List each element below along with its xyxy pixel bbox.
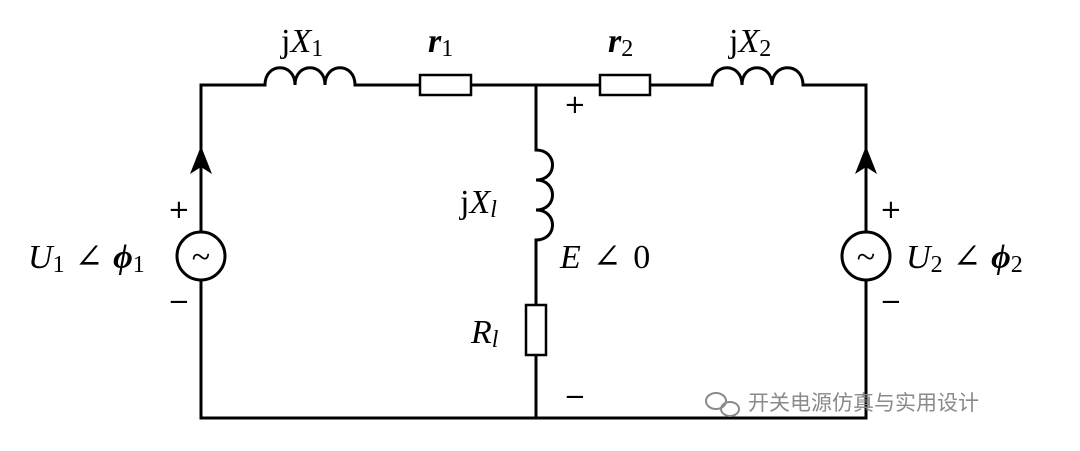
label-jx1: jX1 [280, 23, 323, 62]
wechat-icon [705, 392, 740, 417]
resistor-r2-icon [598, 73, 652, 97]
inductor-jx2-icon [710, 66, 805, 87]
label-rl: Rl [470, 314, 499, 353]
label-emf: E∠0 [559, 239, 650, 276]
resistor-rl-icon [524, 303, 548, 357]
bottom-wire [199, 278, 868, 420]
polarity-minus-emf: − [564, 382, 586, 412]
polarity-plus-right: + [880, 195, 902, 225]
left-wire-upper [199, 83, 267, 152]
svg-text:~: ~ [857, 239, 875, 276]
right-current-arrow-icon [855, 146, 877, 174]
left-current-arrow-icon [190, 146, 212, 174]
label-jxl: jXl [459, 184, 497, 223]
label-jx2: jX2 [728, 23, 771, 62]
inductor-jxl-icon [534, 148, 554, 242]
label-r1: r1 [428, 23, 453, 62]
source-u1-icon: ~ [175, 230, 227, 282]
inductor-jx1-icon [263, 66, 357, 87]
resistor-r1-icon [418, 73, 473, 97]
watermark: 开关电源仿真与实用设计 [705, 391, 979, 417]
polarity-minus-right: − [880, 287, 902, 317]
wires [199, 83, 868, 420]
polarity-plus-emf: + [564, 90, 586, 120]
label-source-u1: U1∠ϕ1 [28, 239, 145, 278]
label-r2: r2 [608, 23, 633, 62]
right-wire-upper [801, 83, 868, 152]
polarity-minus-left: − [168, 287, 190, 317]
svg-text:~: ~ [192, 239, 210, 276]
label-source-u2: U2∠ϕ2 [906, 239, 1023, 278]
watermark-text: 开关电源仿真与实用设计 [748, 391, 979, 415]
polarity-plus-left: + [168, 195, 190, 225]
source-u2-icon: ~ [840, 230, 892, 282]
